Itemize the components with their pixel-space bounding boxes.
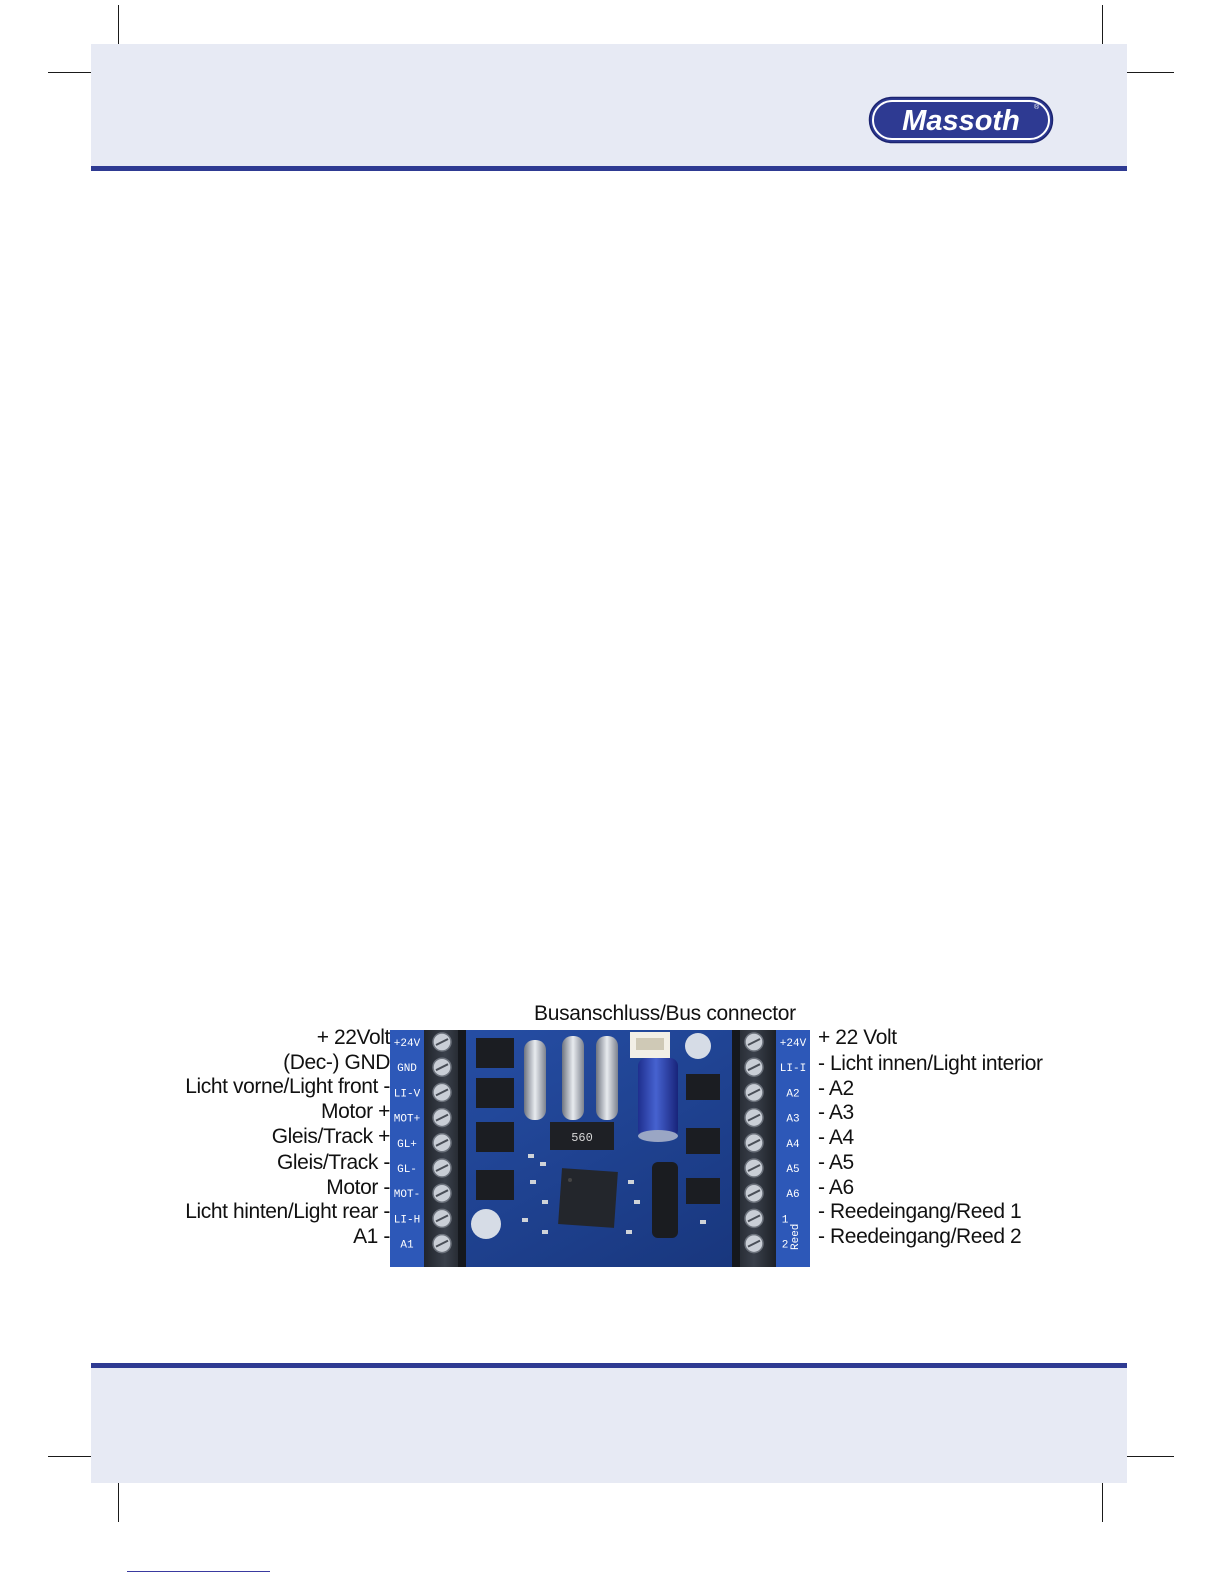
crop-mark <box>48 1456 100 1457</box>
pcb-pin-label: +24V <box>394 1038 421 1050</box>
microcontroller <box>558 1168 618 1228</box>
terminal-screw-slot <box>747 1239 761 1248</box>
capacitor-top <box>638 1130 678 1142</box>
pcb-pin-label: +24V <box>780 1038 807 1050</box>
right-terminal-edge <box>732 1030 740 1267</box>
pin-label-left-24v: + 22Volt <box>316 1026 391 1049</box>
pcb-pin-label: A4 <box>786 1139 800 1151</box>
pcb-pin-label: LI-H <box>394 1214 420 1226</box>
pin-label-left-a1: A1 - <box>353 1225 390 1248</box>
terminal-screw-slot <box>435 1063 449 1072</box>
pcb-image: 560 +24V GND LI-V MOT+ GL+ GL- MOT- LI-H A1 +24V… <box>390 1030 810 1267</box>
pin-label-left-mot-plus: Motor + <box>321 1100 390 1123</box>
driver-chip <box>476 1078 514 1108</box>
pcb-pin-label: A2 <box>786 1088 799 1100</box>
left-terminal-edge <box>458 1030 466 1267</box>
driver-chip <box>686 1178 720 1204</box>
terminal-screw-slot <box>747 1214 761 1223</box>
left-pin-strip <box>390 1030 424 1267</box>
right-pin-strip <box>776 1030 810 1267</box>
terminal-screw-slot <box>747 1088 761 1097</box>
logo-text: Massoth <box>902 105 1020 137</box>
pin-label-right-a4: - A4 <box>818 1126 854 1149</box>
resistor-code: 560 <box>571 1131 593 1145</box>
pcb-pin-label: MOT- <box>394 1189 420 1201</box>
crop-mark <box>118 5 119 50</box>
terminal-screw-slot <box>435 1239 449 1248</box>
driver-chip <box>686 1128 720 1154</box>
pin-label-right-li-i: - Licht innen/Light interior <box>818 1052 1043 1075</box>
crop-mark <box>48 72 100 73</box>
crop-mark <box>118 1477 119 1522</box>
terminal-screw-slot <box>747 1189 761 1198</box>
smd-components <box>522 1154 706 1234</box>
diode <box>562 1036 584 1120</box>
crop-mark <box>1102 1477 1103 1522</box>
terminal-screw-slot <box>435 1113 449 1122</box>
terminal-screw-slot <box>435 1088 449 1097</box>
pin-label-right-a5: - A5 <box>818 1151 854 1174</box>
footer-band <box>91 1368 1127 1483</box>
driver-chip <box>686 1074 720 1100</box>
driver-chip <box>476 1122 514 1152</box>
terminal-screw-slot <box>747 1138 761 1147</box>
pcb-pin-label: GL- <box>397 1164 417 1176</box>
bottom-underline <box>127 1571 270 1572</box>
driver-chip <box>476 1170 514 1200</box>
crop-mark <box>1122 1456 1174 1457</box>
crop-mark <box>1122 72 1174 73</box>
pin-label-left-mot-minus: Motor - <box>326 1176 390 1199</box>
pcb-pin-label: LI-V <box>394 1088 421 1100</box>
header-rule <box>91 166 1127 171</box>
diagram-title: Busanschluss/Bus connector <box>534 1002 796 1025</box>
led <box>685 1033 711 1059</box>
terminal-screw-slot <box>747 1113 761 1122</box>
pin-label-right-reed2: - Reedeingang/Reed 2 <box>818 1225 1022 1248</box>
pcb-pin-label: MOT+ <box>394 1114 420 1126</box>
pin-label-left-gnd: (Dec-) GND <box>283 1051 390 1074</box>
driver-chip <box>476 1038 514 1068</box>
pin-label-left-li-v: Licht vorne/Light front - <box>185 1075 390 1098</box>
footer-rule <box>91 1363 1127 1368</box>
terminal-screw-slot <box>435 1038 449 1046</box>
pcb-pin-label: 2 <box>782 1240 789 1252</box>
terminal-screw-slot <box>435 1189 449 1198</box>
terminal-screw-slot <box>747 1164 761 1172</box>
capacitor <box>638 1058 678 1138</box>
pcb-pin-label: A1 <box>400 1240 414 1252</box>
resistor <box>550 1122 614 1150</box>
pin-label-right-a6: - A6 <box>818 1176 854 1199</box>
pin-label-left-li-h: Licht hinten/Light rear - <box>185 1200 390 1223</box>
terminal-screw-slot <box>435 1138 449 1147</box>
terminal-screw-slot <box>435 1164 449 1172</box>
pcb-pin-label: LI-I <box>780 1063 806 1075</box>
pcb-pin-label: A3 <box>786 1114 799 1126</box>
pcb-pin-label: GL+ <box>397 1139 417 1151</box>
reed-pin-label: Reed <box>790 1224 802 1250</box>
capacitor <box>652 1162 678 1238</box>
pin-label-right-a2: - A2 <box>818 1077 854 1100</box>
pcb-pin-label: GND <box>397 1063 417 1075</box>
pin-label-right-24v: + 22 Volt <box>818 1026 897 1049</box>
diode <box>596 1036 618 1120</box>
terminal-screw-slot <box>747 1063 761 1072</box>
mcu-dot <box>568 1178 572 1182</box>
terminal-screw-slot <box>435 1214 449 1223</box>
massoth-logo: Massoth ® <box>868 96 1054 144</box>
bus-connector-slot <box>636 1038 664 1050</box>
pin-label-left-gl-minus: Gleis/Track - <box>276 1151 390 1174</box>
pcb-pin-label: 1 <box>782 1214 789 1226</box>
registered-mark: ® <box>1034 103 1040 111</box>
pcb-pin-label: A5 <box>786 1164 799 1176</box>
led <box>471 1209 501 1239</box>
crop-mark <box>1102 5 1103 50</box>
pin-label-right-a3: - A3 <box>818 1101 854 1124</box>
pin-label-right-reed1: - Reedeingang/Reed 1 <box>818 1200 1022 1223</box>
diode <box>524 1040 546 1120</box>
pcb-pin-label: A6 <box>786 1189 799 1201</box>
terminal-screw-slot <box>747 1038 761 1046</box>
pin-label-left-gl-plus: Gleis/Track + <box>271 1125 391 1148</box>
